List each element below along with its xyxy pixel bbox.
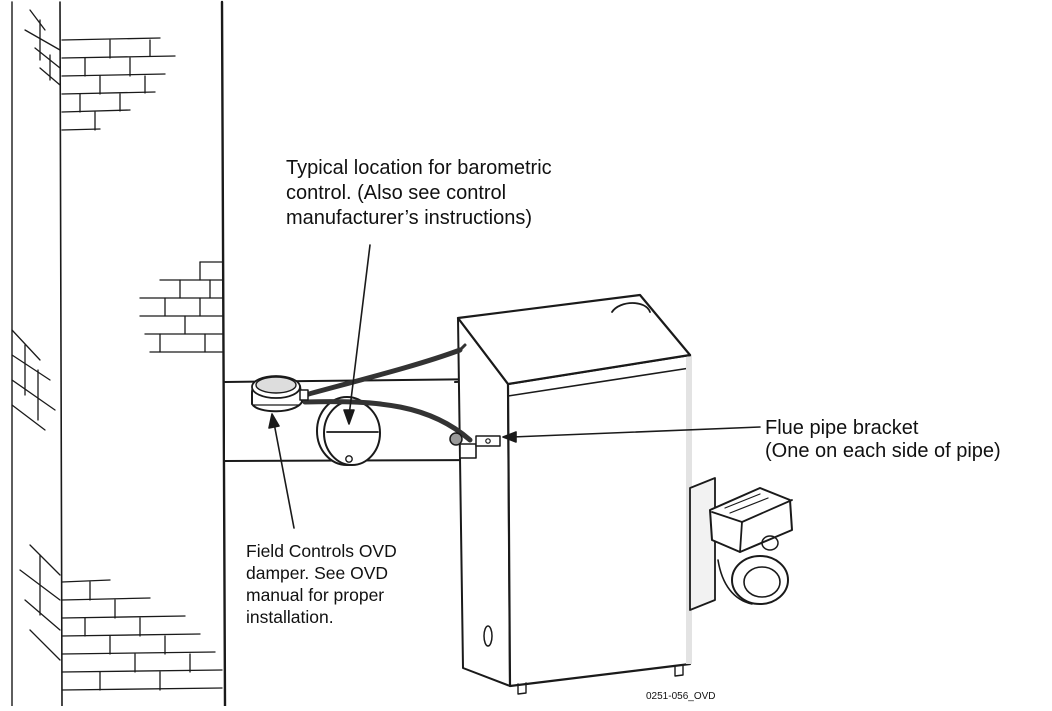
chimney — [11, 0, 227, 708]
drawing-code: 0251-056_OVD — [646, 691, 716, 702]
brick-pattern-top — [24, 9, 176, 131]
wiring — [302, 343, 473, 443]
leader-ovd — [268, 413, 295, 529]
barometric-control — [316, 396, 381, 466]
leader-barometric — [343, 244, 371, 425]
callout-barometric-control: Typical location for barometric control.… — [286, 156, 552, 231]
burner — [689, 477, 793, 611]
callout-line: manufacturer’s instructions) — [286, 207, 533, 229]
callout-line: (One on each side of pipe) — [765, 440, 1001, 462]
leader-flue-bracket — [502, 426, 761, 443]
brick-pattern-bottom — [19, 544, 223, 691]
callout-flue-pipe-bracket: Flue pipe bracket (One on each side of p… — [765, 417, 1001, 463]
callout-ovd-damper: Field Controls OVD damper. See OVD manua… — [246, 540, 397, 628]
brick-pattern-middle — [11, 261, 223, 431]
callout-line: installation. — [246, 607, 334, 627]
callout-line: damper. See OVD — [246, 563, 389, 583]
callout-line: Typical location for barometric — [286, 157, 552, 179]
callout-line: Flue pipe bracket — [765, 417, 919, 439]
boiler — [456, 293, 692, 695]
callout-line: manual for proper — [246, 585, 385, 605]
callout-line: Field Controls OVD — [246, 541, 397, 561]
flue-pipe-bracket — [449, 432, 501, 459]
ovd-damper — [251, 375, 309, 413]
leader-lines — [268, 244, 761, 529]
callout-line: control. (Also see control — [286, 182, 507, 204]
